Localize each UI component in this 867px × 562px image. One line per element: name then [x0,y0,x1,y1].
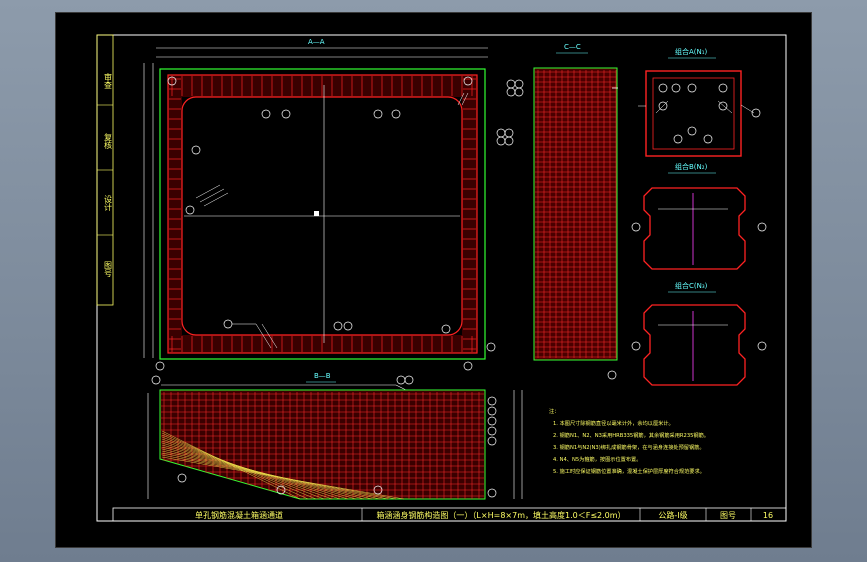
section-b-outline [159,389,486,500]
cad-drawing: 审查 复核 设计 图号 A—A [96,34,787,522]
note-line-4: 4. N4、N5为箍筋，按图示位置布置。 [553,455,641,463]
detail-c: 组合C(N₃) [631,281,767,386]
section-c-outline [533,67,618,361]
figure-number-label: 图号 [720,511,736,520]
section-b: B—B [147,372,523,500]
sidebar-strip: 审查 复核 设计 图号 [96,34,114,306]
drawing-sheet: 审查 复核 设计 图号 A—A [56,13,811,547]
note-line-1: 1. 本图尺寸除钢筋直径以毫米计外，余均以厘米计。 [553,419,674,427]
plan-view-label: A—A [308,38,325,46]
notes-block: 注： 1. 本图尺寸除钢筋直径以毫米计外，余均以厘米计。 2. 钢筋N1、N2、… [549,407,709,475]
detail-b-label: 组合B(N₂) [675,162,708,171]
note-line-5: 5. 施工时应保证钢筋位置准确，混凝土保护层厚度符合规范要求。 [553,467,705,475]
detail-a: 组合A(N₁) [638,47,761,157]
note-line-3: 3. 钢筋N1与N2(N3)绑扎成钢筋骨架，在与涵身连接处预留钢筋。 [553,443,705,451]
drawing-title: 箱涵涵身钢筋构造图（一）（L×H=8×7m，填土高度1.0＜F≤2.0m） [376,510,625,520]
detail-b-outline [643,187,746,270]
detail-a-outer [645,70,742,157]
sidebar-cell-4: 图号 [104,261,113,278]
detail-b: 组合B(N₂) [631,162,767,270]
section-b-label: B—B [314,372,331,380]
detail-c-label: 组合C(N₃) [675,281,708,290]
sidebar-cell-2: 复核 [104,132,113,150]
notes-heading: 注： [549,407,559,415]
title-block: 单孔钢筋混凝土箱涵通道 箱涵涵身钢筋构造图（一）（L×H=8×7m，填土高度1.… [112,507,787,522]
sidebar-cell-1: 审查 [104,72,113,89]
load-class: 公路-Ⅰ级 [658,510,687,520]
plan-view: A—A [143,38,524,385]
sidebar-cell-3: 设计 [104,194,113,212]
note-line-2: 2. 钢筋N1、N2、N3采用HRB335钢筋，其余钢筋采用R235钢筋。 [553,431,709,439]
project-title: 单孔钢筋混凝土箱涵通道 [195,510,283,520]
plan-outer-outline [159,68,486,360]
detail-c-outline [643,304,746,386]
figure-number: 16 [763,511,773,520]
detail-a-label: 组合A(N₁) [675,47,708,56]
section-c: C—C [533,43,618,380]
section-c-label: C—C [564,43,581,51]
